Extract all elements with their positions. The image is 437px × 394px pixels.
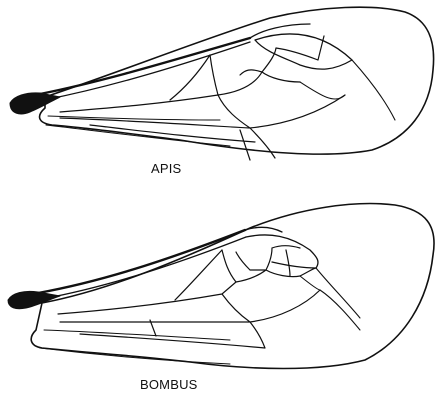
bombus-costa xyxy=(38,230,245,293)
apis-subcosta xyxy=(44,42,250,100)
bombus-marginal-cell xyxy=(246,235,318,268)
bombus-wing-outline xyxy=(31,204,434,369)
apis-wing-label: APIS xyxy=(151,161,181,176)
bombus-subcosta xyxy=(42,237,246,299)
bombus-submarginal-veins xyxy=(222,246,316,282)
bombus-wing xyxy=(8,204,434,369)
bombus-wing-label: BOMBUS xyxy=(140,377,198,392)
apis-stigma xyxy=(250,24,310,38)
apis-costal-base xyxy=(10,93,60,114)
bombus-costal-base xyxy=(8,291,60,308)
bombus-stigma xyxy=(245,227,282,232)
apis-costa xyxy=(40,38,250,94)
apis-wing xyxy=(10,7,434,160)
bombus-basal-veins xyxy=(58,250,320,348)
bombus-hind-edge xyxy=(40,330,230,364)
apis-marginal-cell xyxy=(255,34,352,69)
